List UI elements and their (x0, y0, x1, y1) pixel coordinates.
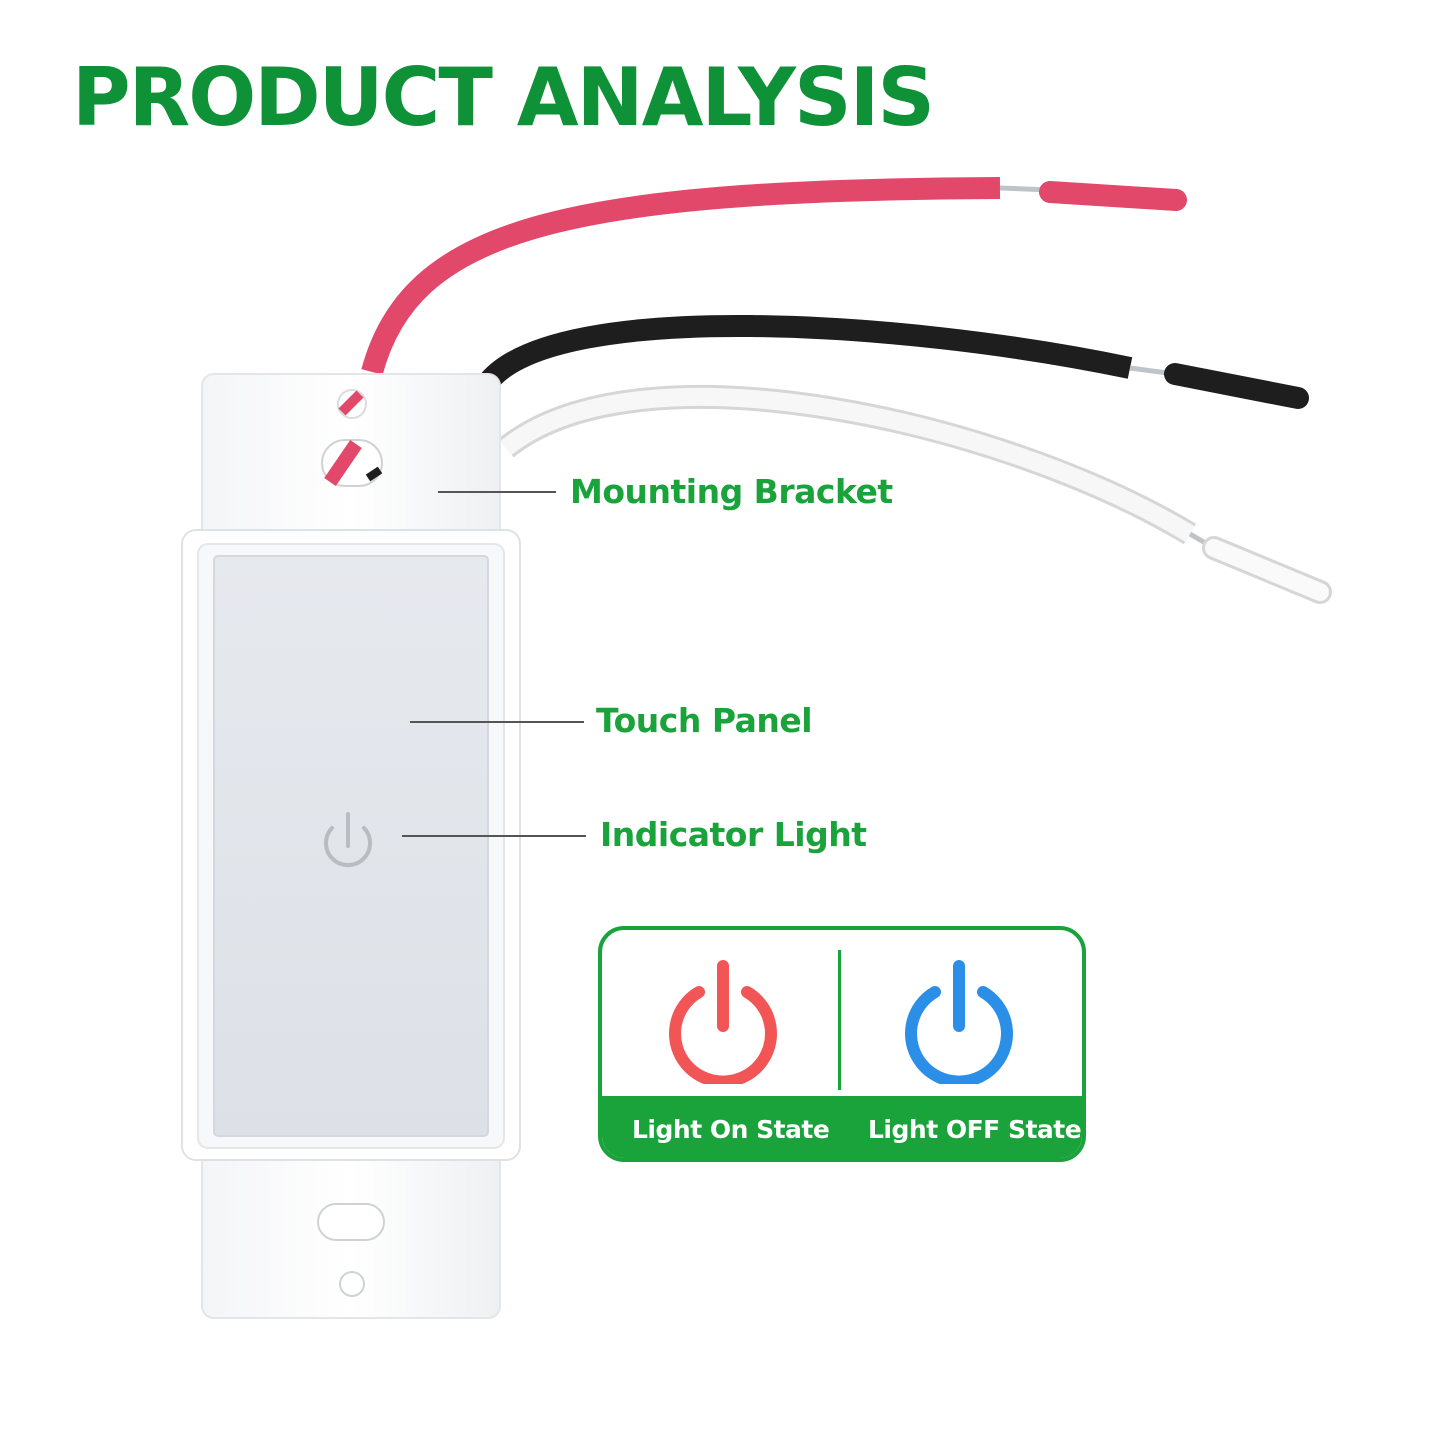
light-off-power-icon (905, 960, 1013, 1084)
black-wire (481, 314, 1309, 409)
touch-panel-label: Touch Panel (596, 701, 813, 740)
red-wire (361, 177, 1187, 375)
page-title: PRODUCT ANALYSIS (72, 51, 935, 144)
legend-footer (602, 1096, 1082, 1158)
light-on-power-icon (669, 960, 777, 1084)
light-off-state-label: Light OFF State (868, 1115, 1082, 1144)
indicator-power-icon (324, 812, 372, 868)
indicator-light-label: Indicator Light (600, 815, 867, 854)
light-on-state-label: Light On State (632, 1115, 830, 1144)
touch-panel (213, 555, 489, 1137)
white-wire (498, 385, 1332, 604)
mounting-bracket-label: Mounting Bracket (570, 472, 893, 511)
legend-divider (838, 950, 841, 1090)
indicator-legend: Light On State Light OFF State (598, 926, 1086, 1162)
